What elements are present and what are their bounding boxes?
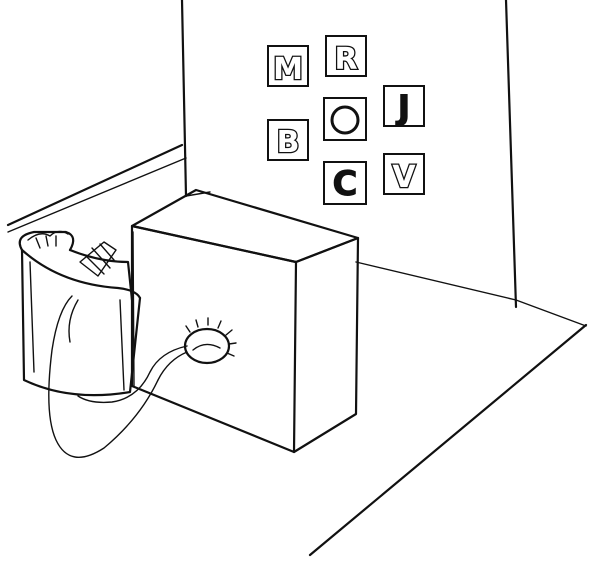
clamp-device <box>18 230 142 397</box>
tile-v-letter: V <box>392 160 416 195</box>
knob <box>183 317 237 365</box>
circle-symbol <box>330 105 360 135</box>
box-front <box>130 224 298 454</box>
tile-v: V <box>383 153 425 196</box>
tile-j-letter: J <box>396 88 411 128</box>
tile-r-letter: R <box>334 42 357 77</box>
tile-j: J <box>383 85 425 129</box>
letter-tiles: M R J B C V <box>267 35 425 205</box>
box-side <box>292 236 360 454</box>
tile-circle <box>323 97 367 141</box>
tile-c-letter: C <box>333 164 358 204</box>
tile-m: M <box>267 45 309 88</box>
floor-outline <box>6 143 588 557</box>
cable <box>48 295 188 458</box>
tile-b-letter: B <box>277 125 300 160</box>
tile-b: B <box>267 119 309 161</box>
tile-m-letter: M <box>273 52 303 87</box>
tile-r: R <box>325 35 367 78</box>
box <box>130 188 360 454</box>
tile-c: C <box>323 161 367 205</box>
